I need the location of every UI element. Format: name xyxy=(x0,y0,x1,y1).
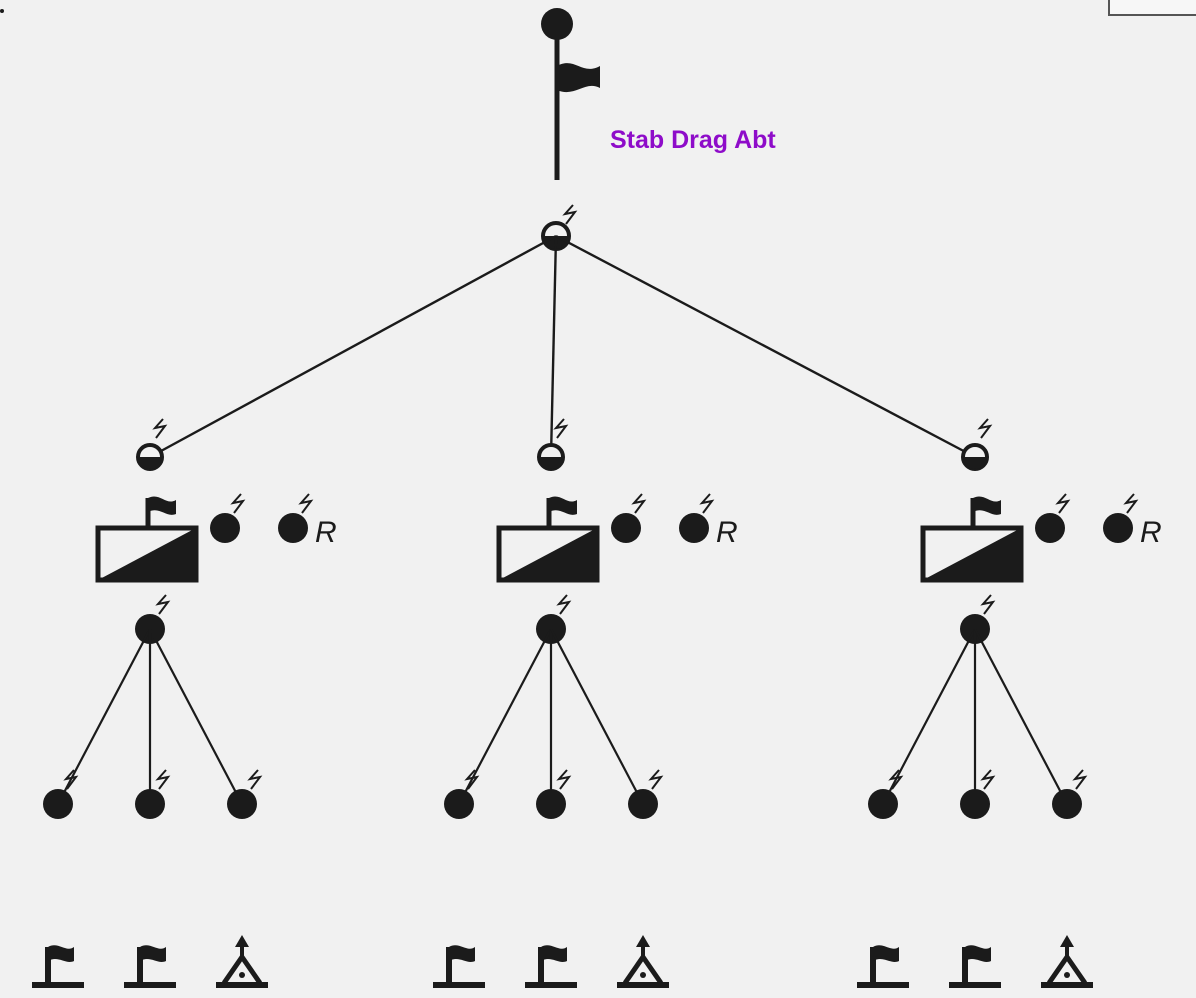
radio-station-icon xyxy=(1035,493,1071,543)
branch-link xyxy=(149,234,557,459)
leaf-link xyxy=(458,628,552,805)
radio-relay-icon: R xyxy=(679,493,738,549)
leaf-radio-node-icon xyxy=(43,769,79,819)
flag-icon xyxy=(525,945,577,988)
leaf-link xyxy=(974,628,1068,805)
radio-station-icon xyxy=(210,493,246,543)
radio-station-icon xyxy=(611,493,647,543)
observation-post-icon xyxy=(216,935,268,988)
flag-icon xyxy=(949,945,1001,988)
leaf-radio-node-icon xyxy=(135,769,171,819)
hq-flag-icon xyxy=(541,8,600,180)
branch-link xyxy=(555,234,976,459)
branch-radio-node-icon xyxy=(136,418,168,471)
radio-r-label: R xyxy=(1140,516,1162,549)
subnet-node-icon xyxy=(536,594,572,644)
leaf-radio-node-icon xyxy=(960,769,996,819)
branch-1: R xyxy=(32,234,557,988)
unit-label: Stab Drag Abt xyxy=(610,126,776,154)
command-post-icon xyxy=(496,496,600,583)
leaf-radio-node-icon xyxy=(444,769,480,819)
command-post-icon xyxy=(95,496,199,583)
observation-post-icon xyxy=(1041,935,1093,988)
branch-2: R xyxy=(433,235,738,988)
observation-post-icon xyxy=(617,935,669,988)
corner-mark xyxy=(0,0,8,14)
flag-icon xyxy=(857,945,909,988)
subnet-node-icon xyxy=(960,594,996,644)
hq-pennant xyxy=(557,63,600,93)
radio-relay-icon: R xyxy=(278,493,337,549)
radio-r-label: R xyxy=(716,516,738,549)
leaf-link xyxy=(149,628,243,805)
branch-radio-node-icon xyxy=(537,418,569,471)
flag-icon xyxy=(124,945,176,988)
flag-icon xyxy=(433,945,485,988)
leaf-link xyxy=(57,628,151,805)
leaf-link xyxy=(550,628,644,805)
leaf-radio-node-icon xyxy=(536,769,572,819)
corner-frame xyxy=(1108,0,1196,16)
branch-3: R xyxy=(555,234,1162,988)
leaf-radio-node-icon xyxy=(628,769,664,819)
leaf-radio-node-icon xyxy=(1052,769,1088,819)
subnet-node-icon xyxy=(135,594,171,644)
flag-icon xyxy=(32,945,84,988)
radio-relay-icon: R xyxy=(1103,493,1162,549)
leaf-radio-node-icon xyxy=(868,769,904,819)
leaf-link xyxy=(882,628,976,805)
leaf-radio-node-icon xyxy=(227,769,263,819)
branch-link xyxy=(549,235,558,458)
branch-radio-node-icon xyxy=(961,418,993,471)
radio-r-label: R xyxy=(315,516,337,549)
command-post-icon xyxy=(920,496,1024,583)
